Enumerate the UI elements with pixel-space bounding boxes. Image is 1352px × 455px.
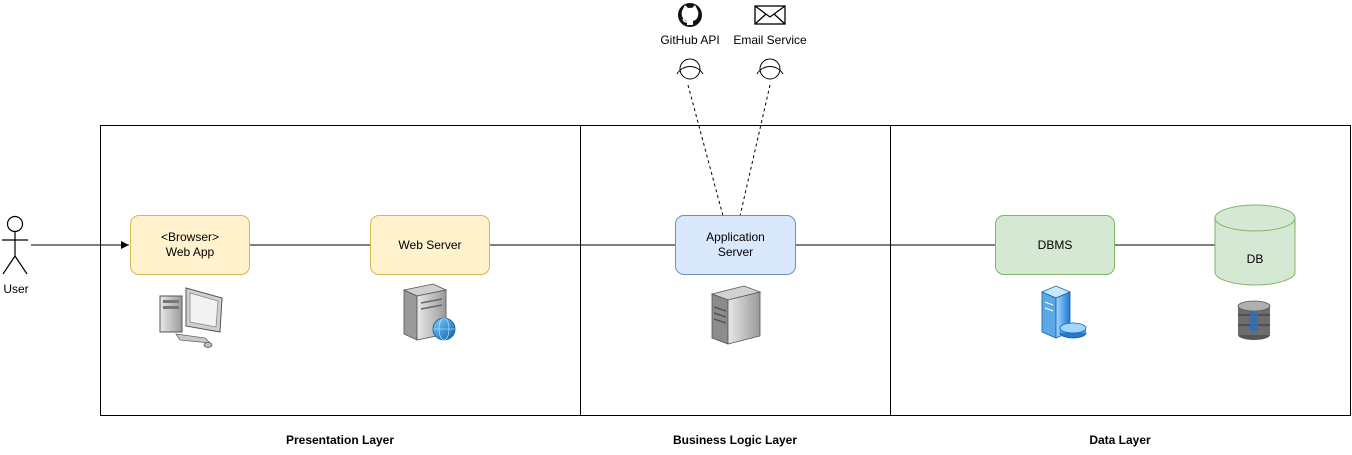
email-dependency-line [739,84,771,217]
github-icon [678,3,702,27]
data-layer-box [890,125,1351,416]
email-service-label: Email Service [733,33,807,47]
dbms-node[interactable]: DBMS [995,215,1115,275]
db-label: DB [1246,252,1264,266]
presentation-layer-label: Presentation Layer [285,433,395,447]
desktop-computer-icon [159,287,223,348]
web-server-node[interactable]: Web Server [370,215,490,275]
web-server-label: Web Server [398,237,462,252]
database-stack-icon [1237,300,1271,340]
dbms-label: DBMS [1037,237,1073,252]
data-layer-label: Data Layer [1089,433,1151,447]
application-server-label: Application Server [706,230,765,259]
tower-server-icon [710,285,762,345]
user-actor-icon [2,215,28,275]
application-server-node[interactable]: Application Server [675,215,796,275]
web-app-label: <Browser> Web App [160,230,220,259]
web-server-globe-icon [402,283,456,341]
email-interface-socket [756,58,784,80]
business-logic-layer-label: Business Logic Layer [672,433,798,447]
envelope-icon [754,5,786,25]
database-server-icon [1040,285,1087,339]
db-cylinder-shape [1214,204,1296,286]
github-api-label: GitHub API [660,33,720,47]
web-app-node[interactable]: <Browser> Web App [130,215,250,275]
github-dependency-line [687,84,724,217]
user-label: User [3,282,29,296]
github-interface-socket [676,58,704,80]
